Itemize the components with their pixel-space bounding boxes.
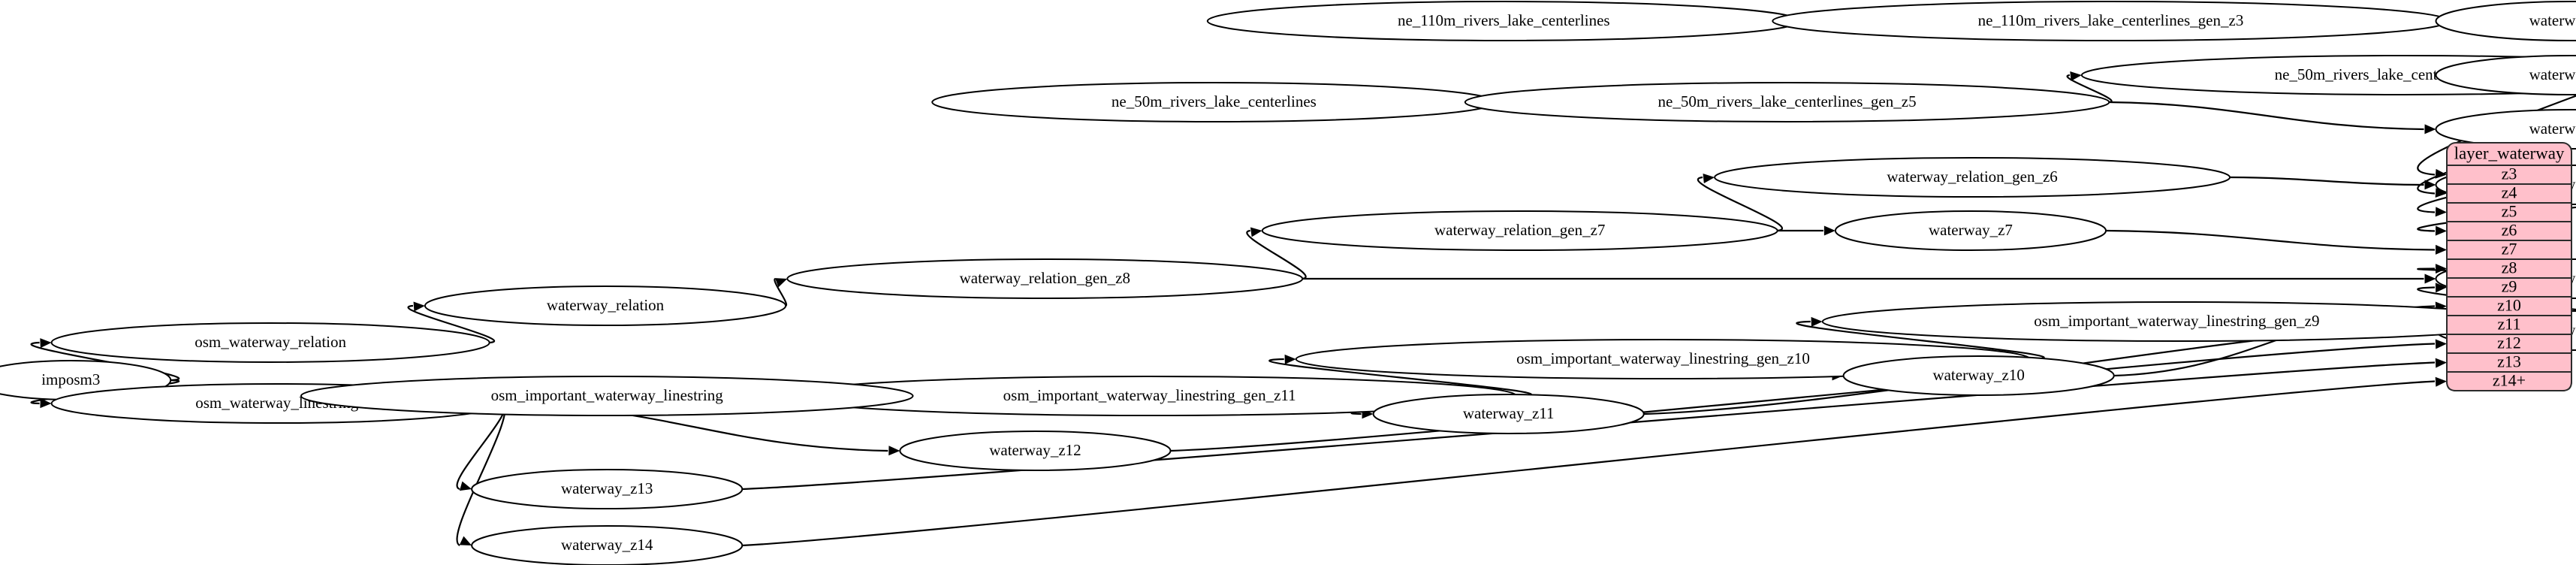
edge-arrowhead xyxy=(2435,264,2447,274)
edge-arrowhead xyxy=(40,338,52,349)
legend-table: layer_waterwayz3z4z5z6z7z8z9z10z11z12z13… xyxy=(2446,142,2572,391)
node-shape xyxy=(899,431,1172,471)
legend-row-z7[interactable] xyxy=(2446,240,2572,260)
legend-row-z13[interactable] xyxy=(2446,352,2572,373)
edge-arrowhead xyxy=(1250,227,1262,237)
edge-arrowhead xyxy=(2070,71,2082,81)
node-waterway_z7[interactable]: waterway_z7 xyxy=(1834,210,2107,251)
node-ne_50m_rivers_lake_centerlines_gen_z5[interactable]: ne_50m_rivers_lake_centerlines_gen_z5 xyxy=(1464,82,2110,122)
node-waterway_relation_gen_z6[interactable]: waterway_relation_gen_z6 xyxy=(1714,157,2231,198)
edge-osm_waterway_linestring--to--waterway_z14 xyxy=(456,403,506,546)
node-waterway_relation_gen_z7[interactable]: waterway_relation_gen_z7 xyxy=(1261,210,1778,251)
edge-arrowhead xyxy=(2435,244,2447,255)
node-shape xyxy=(2435,1,2576,41)
node-shape xyxy=(1834,210,2107,251)
edge-arrowhead xyxy=(2424,124,2436,134)
edge-arrowhead xyxy=(1284,354,1296,364)
node-ne_110m_rivers_lake_centerlines[interactable]: ne_110m_rivers_lake_centerlines xyxy=(1206,1,1801,41)
legend-row-z11[interactable] xyxy=(2446,315,2572,335)
edge-arrowhead xyxy=(1811,316,1823,327)
node-shape xyxy=(2435,55,2576,95)
node-waterway_z13[interactable]: waterway_z13 xyxy=(471,469,744,509)
edge-waterway_z12--to--legend_z12 xyxy=(1170,343,2436,452)
node-waterway_z3[interactable]: waterway_z3 xyxy=(2435,1,2576,41)
node-ne_50m_rivers_lake_centerlines[interactable]: ne_50m_rivers_lake_centerlines xyxy=(931,82,1497,122)
node-osm_important_waterway_linestring_gen_z9[interactable]: osm_important_waterway_linestring_gen_z9 xyxy=(1821,301,2532,342)
node-ne_110m_rivers_lake_centerlines_gen_z3[interactable]: ne_110m_rivers_lake_centerlines_gen_z3 xyxy=(1772,1,2450,41)
node-shape xyxy=(300,376,914,416)
node-osm_important_waterway_linestring[interactable]: osm_important_waterway_linestring xyxy=(300,376,914,416)
edge-arrowhead xyxy=(2424,273,2436,284)
edge-waterway_z7--to--legend_z7 xyxy=(2106,229,2436,251)
node-osm_waterway_relation[interactable]: osm_waterway_relation xyxy=(50,322,490,363)
edge-arrowhead xyxy=(2424,180,2436,190)
edge-osm_important_waterway_linestring_gen_z10--to--osm_important_waterway_linestring_gen_z9 xyxy=(1796,320,2045,361)
node-shape xyxy=(1842,355,2115,396)
legend-row-z14+[interactable] xyxy=(2446,371,2572,391)
edge-waterway_relation_gen_z8--to--waterway_relation_gen_z7 xyxy=(1246,229,1307,280)
node-waterway_relation_gen_z8[interactable]: waterway_relation_gen_z8 xyxy=(786,258,1304,299)
legend-row-z10[interactable] xyxy=(2446,296,2572,316)
legend-row-z6[interactable] xyxy=(2446,221,2572,241)
node-waterway_z11[interactable]: waterway_z11 xyxy=(1372,394,1645,434)
edge-ne_50m_rivers_lake_centerlines_gen_z5--to--ne_50m_rivers_lake_centerlines_gen_z4 xyxy=(2066,74,2113,104)
edge-arrowhead xyxy=(2435,339,2447,349)
edge-osm_important_waterway_linestring_gen_z11--to--osm_important_waterway_linestring_gen_z10 xyxy=(1268,358,1532,397)
node-shape xyxy=(471,525,744,565)
edge-arrowhead xyxy=(2435,376,2447,387)
node-waterway_z12[interactable]: waterway_z12 xyxy=(899,431,1172,471)
legend-row-z8[interactable] xyxy=(2446,258,2572,279)
edge-arrowhead xyxy=(2435,358,2447,368)
edge-ne_50m_rivers_lake_centerlines_gen_z5--to--waterway_z5 xyxy=(2109,101,2424,131)
node-shape xyxy=(1372,394,1645,434)
node-waterway_z10[interactable]: waterway_z10 xyxy=(1842,355,2115,396)
edge-waterway_z3--to--legend_z3 xyxy=(2417,95,2576,176)
edge-arrowhead xyxy=(1823,225,1835,236)
node-waterway_relation[interactable]: waterway_relation xyxy=(424,286,787,326)
legend-row-z3[interactable] xyxy=(2446,165,2572,185)
legend-row-z5[interactable] xyxy=(2446,202,2572,222)
edge-arrowhead xyxy=(40,398,52,409)
edge-arrowhead xyxy=(1703,174,1715,183)
edge-arrowhead xyxy=(459,481,472,491)
edge-arrowhead xyxy=(2435,282,2447,293)
legend-row-z9[interactable] xyxy=(2446,277,2572,298)
edge-arrowhead xyxy=(413,301,425,312)
edge-waterway_relation_gen_z7--to--waterway_relation_gen_z6 xyxy=(1697,176,1783,232)
edge-waterway_z14--to--legend_z14+ xyxy=(742,380,2436,547)
node-shape xyxy=(1261,210,1778,251)
node-shape xyxy=(50,322,490,363)
node-shape xyxy=(931,82,1497,122)
node-shape xyxy=(424,286,787,326)
node-shape xyxy=(1821,301,2532,342)
node-shape xyxy=(1206,1,1801,41)
legend-row-z4[interactable] xyxy=(2446,183,2572,204)
edge-osm_waterway_relation--to--waterway_relation xyxy=(407,304,496,344)
edge-arrowhead xyxy=(459,536,472,545)
node-shape xyxy=(471,469,744,509)
node-shape xyxy=(1464,82,2110,122)
edge-arrowhead xyxy=(2435,188,2447,198)
node-shape xyxy=(1772,1,2450,41)
edge-arrowhead xyxy=(2435,225,2447,236)
legend-row-z12[interactable] xyxy=(2446,334,2572,354)
node-shape xyxy=(1714,157,2231,198)
edge-arrowhead xyxy=(888,446,900,456)
edge-arrowhead xyxy=(774,278,788,288)
node-shape xyxy=(786,258,1304,299)
node-waterway_z14[interactable]: waterway_z14 xyxy=(471,525,744,565)
edge-arrowhead xyxy=(2435,207,2447,217)
edge-waterway_relation_gen_z6--to--waterway_z6 xyxy=(2230,176,2424,186)
